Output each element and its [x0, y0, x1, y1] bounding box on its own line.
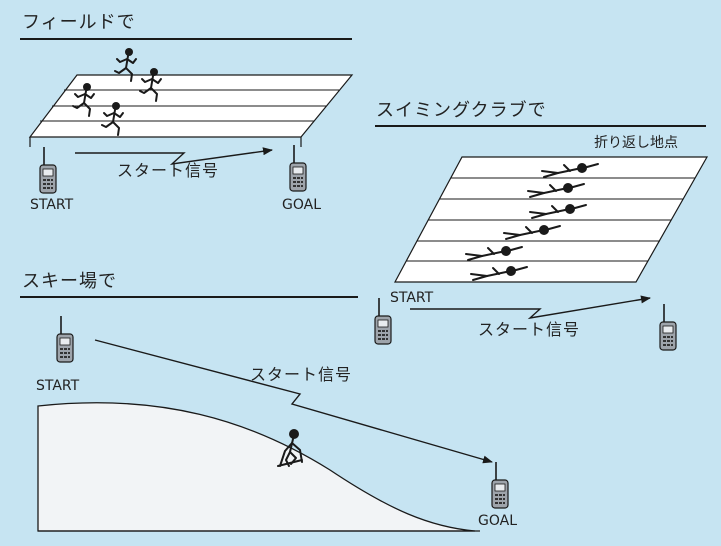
ski-section-title: スキー場で — [22, 271, 117, 292]
field-signal-label: スタート信号 — [117, 161, 220, 180]
swim-signal-arrow — [410, 295, 651, 320]
ski-goal-label: GOAL — [478, 513, 517, 529]
swim-start-radio-icon — [374, 297, 392, 345]
field-start-radio-icon — [39, 146, 57, 194]
field-signal-arrow — [75, 147, 273, 166]
swim-start-label: START — [390, 290, 434, 306]
running-track — [28, 74, 354, 147]
turn-point-label: 折り返し地点 — [594, 135, 678, 151]
field-start-label: START — [30, 197, 74, 213]
swimming-section-title: スイミングクラブで — [376, 100, 547, 121]
field-goal-label: GOAL — [282, 197, 321, 213]
swim-goal-radio-icon — [659, 303, 677, 351]
ski-start-radio-icon — [56, 315, 74, 363]
ski-start-label: START — [36, 378, 80, 394]
ski-signal-arrow — [94, 339, 493, 464]
swim-signal-label: スタート信号 — [478, 320, 581, 339]
ski-signal-label: スタート信号 — [250, 365, 353, 384]
field-goal-radio-icon — [289, 144, 307, 192]
ski-slope — [37, 402, 476, 532]
field-section-title: フィールドで — [22, 12, 136, 33]
swimming-pool — [393, 156, 709, 283]
ski-goal-radio-icon — [491, 461, 509, 509]
